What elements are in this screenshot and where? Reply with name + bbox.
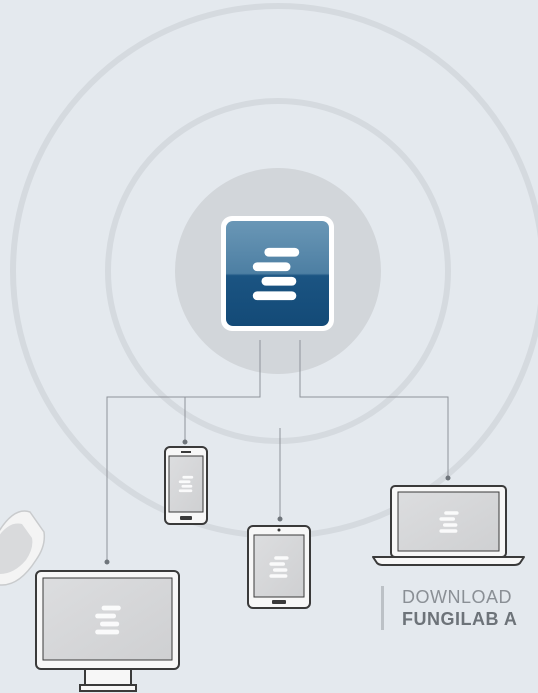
inner-ring [105, 98, 451, 444]
app-name-label: FUNGILAB A [402, 609, 518, 629]
download-app-callout[interactable]: DOWNLOAD FUNGILAB A [381, 586, 517, 630]
connector-dots [104, 439, 451, 565]
tablet-icon [247, 525, 311, 609]
download-label: DOWNLOAD [402, 587, 513, 607]
laptop-icon [372, 485, 525, 566]
handheld-device-icon [0, 510, 46, 586]
fungilab-app-icon[interactable] [221, 216, 334, 331]
connector-lines [106, 340, 449, 560]
phone-icon [164, 446, 208, 525]
desktop-monitor-icon [35, 570, 180, 692]
